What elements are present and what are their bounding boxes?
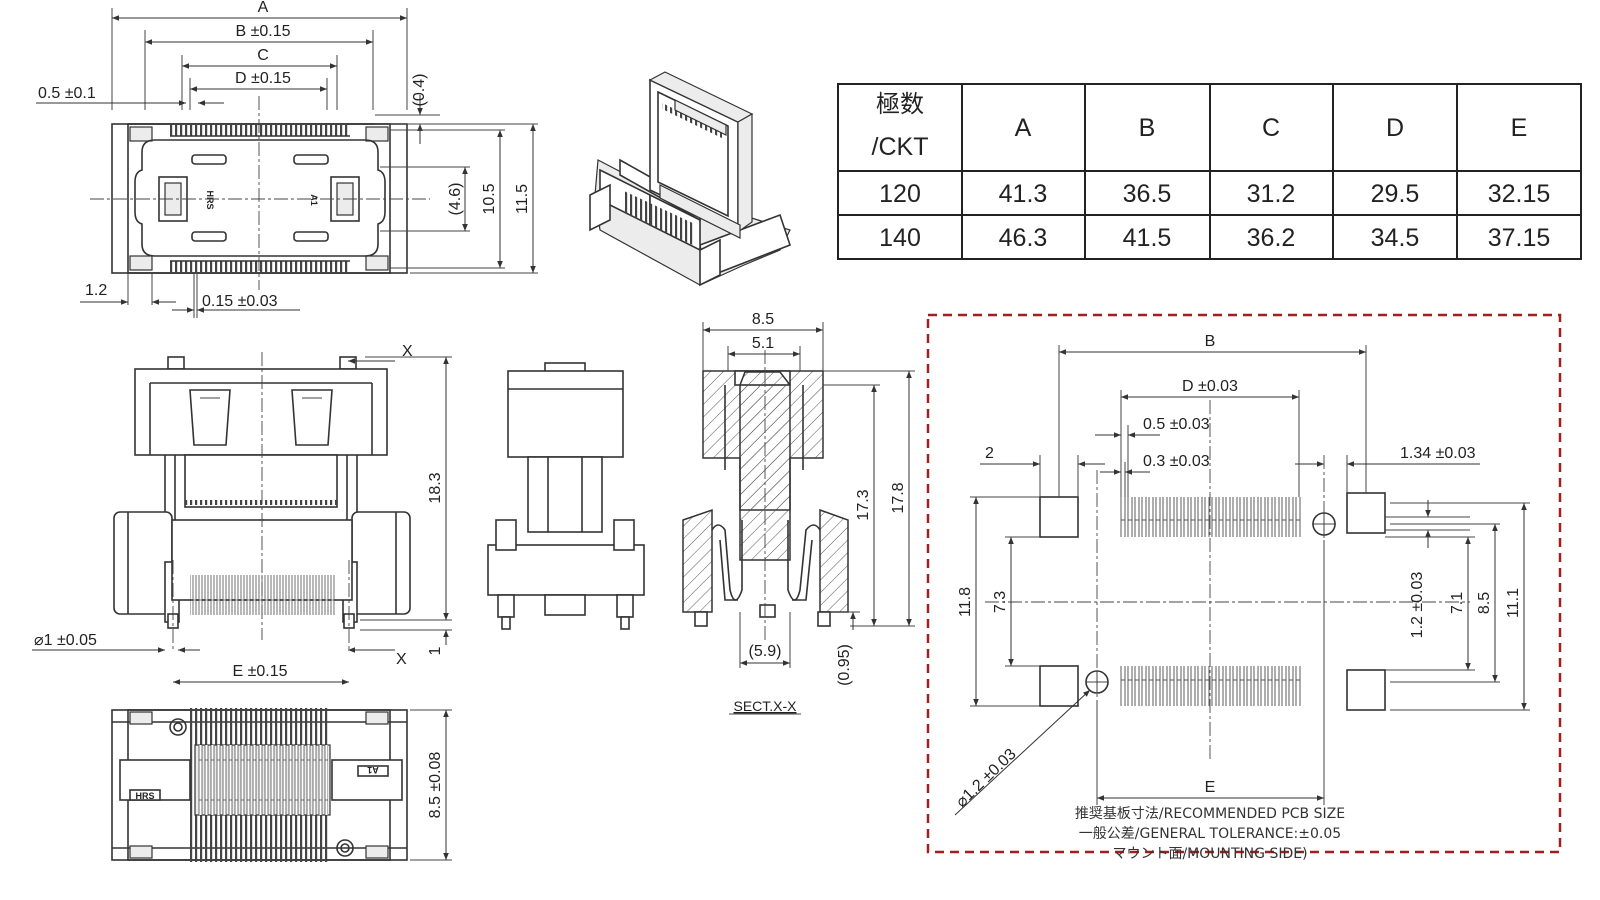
pcb-dim-h85: 8.5 (1476, 592, 1493, 614)
top-dim-b: B ±0.15 (235, 23, 290, 40)
isometric-render (589, 71, 791, 287)
section-caption: SECT.X-X (733, 698, 797, 714)
table-cell: 34.5 (1371, 224, 1420, 252)
pcb-layout: B D ±0.03 0.5 ±0.03 0.3 ±0.03 2 1.34 ±0.… (926, 313, 1562, 862)
table-header-d: D (1386, 114, 1404, 142)
table-cell: 37.15 (1488, 224, 1551, 252)
pcb-dim-two: 2 (985, 445, 994, 462)
table-header-e: E (1511, 114, 1528, 142)
section-dim-w59: (5.9) (749, 643, 782, 660)
top-dim-h115: 11.5 (514, 184, 531, 214)
table-cell: 41.5 (1123, 224, 1172, 252)
table-cell: 31.2 (1247, 180, 1296, 208)
bottom-a1-mark: A1 (367, 765, 379, 775)
front-view: X X 18.3 1 ⌀1 ±0.05 E ±0.15 (32, 343, 452, 685)
top-dim-c: C (257, 47, 269, 64)
pcb-note-tolerance: 一般公差/GENERAL TOLERANCE:±0.05 (1079, 826, 1341, 842)
top-dim-gap: (0.4) (411, 74, 428, 107)
section-dim-w51: 5.1 (752, 335, 774, 352)
section-dim-h095: (0.95) (836, 644, 853, 686)
section-view: 8.5 5.1 17.3 17.8 (0.95) (5.9) SECT.X-X (682, 311, 915, 715)
pcb-dim-offset: 1.34 ±0.03 (1400, 445, 1476, 462)
pcb-note-recommended: 推奨基板寸法/RECOMMENDED PCB SIZE (1075, 805, 1345, 822)
table-header-c: C (1262, 114, 1280, 142)
section-dim-w85: 8.5 (752, 311, 774, 328)
table-cell: 29.5 (1371, 180, 1420, 208)
pcb-note-mounting-side: マウント面/MOUNTING SIDE) (1112, 846, 1307, 862)
top-dim-w12: 1.2 (85, 282, 107, 299)
pcb-dim-e: E (1205, 779, 1216, 796)
top-hrs-mark: HRS (205, 190, 215, 209)
top-dim-pin-width: 0.15 ±0.03 (202, 293, 278, 310)
front-dim-base: 1 (427, 646, 444, 655)
pcb-dim-h111: 11.1 (1505, 588, 1522, 618)
pcb-dim-pitch: 0.5 ±0.03 (1143, 416, 1210, 433)
pcb-dim-h71: 7.1 (1449, 592, 1466, 614)
pcb-dim-h118: 11.8 (957, 587, 974, 617)
front-dim-e: E ±0.15 (232, 663, 287, 680)
top-dim-d: D ±0.15 (235, 70, 291, 87)
bottom-view: HRS A1 8.5 ±0.08 (111, 708, 452, 862)
table-header-b: B (1139, 114, 1156, 142)
section-dim-h178: 17.8 (890, 482, 907, 513)
bottom-hrs-mark: HRS (135, 791, 154, 801)
table-cell: 32.15 (1488, 180, 1551, 208)
top-dim-a: A (258, 0, 269, 16)
pcb-dim-h73: 7.3 (992, 591, 1009, 613)
side-view (487, 362, 645, 630)
front-dim-peg-value: 1 ±0.05 (44, 632, 97, 649)
table-cell: 41.3 (999, 180, 1048, 208)
top-dim-pitch: 0.5 ±0.1 (38, 85, 96, 102)
front-dim-height: 18.3 (427, 472, 444, 503)
bottom-dim-depth: 8.5 ±0.08 (427, 752, 444, 819)
table-header-ckt: /CKT (872, 133, 929, 161)
pcb-dashed-border (926, 313, 1562, 854)
table-header-a: A (1015, 114, 1032, 142)
front-cut-x-top: X (402, 343, 413, 360)
pcb-dim-hole-diagonal: ⌀1.2 ±0.03 (953, 746, 1020, 811)
table-cell: 36.2 (1247, 224, 1296, 252)
top-dim-h105: 10.5 (481, 183, 498, 214)
pcb-dim-hole: 1.2 ±0.03 (1409, 572, 1426, 639)
pcb-dim-hole-diagonal-value: 1.2 ±0.03 (960, 746, 1020, 805)
table-header-poles: 極数 (876, 90, 924, 118)
front-dim-peg-diameter: ⌀1 ±0.05 (34, 632, 97, 649)
section-dim-h173: 17.3 (855, 489, 872, 520)
pcb-dim-pad-width: 0.3 ±0.03 (1143, 453, 1210, 470)
pcb-dim-d: D ±0.03 (1182, 378, 1238, 395)
table-cell: 36.5 (1123, 180, 1172, 208)
front-cut-x-bottom: X (396, 651, 407, 668)
table-cell: 120 (879, 180, 921, 208)
top-a1-mark: A1 (309, 194, 319, 206)
dimension-table: 極数 /CKT A B C D E 120 41.3 36.5 31.2 29.… (837, 83, 1582, 260)
pcb-dim-b: B (1205, 333, 1216, 350)
top-dim-h46: (4.6) (447, 183, 464, 216)
table-cell: 46.3 (999, 224, 1048, 252)
table-cell: 140 (879, 224, 921, 252)
top-view: A B ±0.15 C D ±0.15 0.5 ±0.1 (36, 0, 538, 318)
